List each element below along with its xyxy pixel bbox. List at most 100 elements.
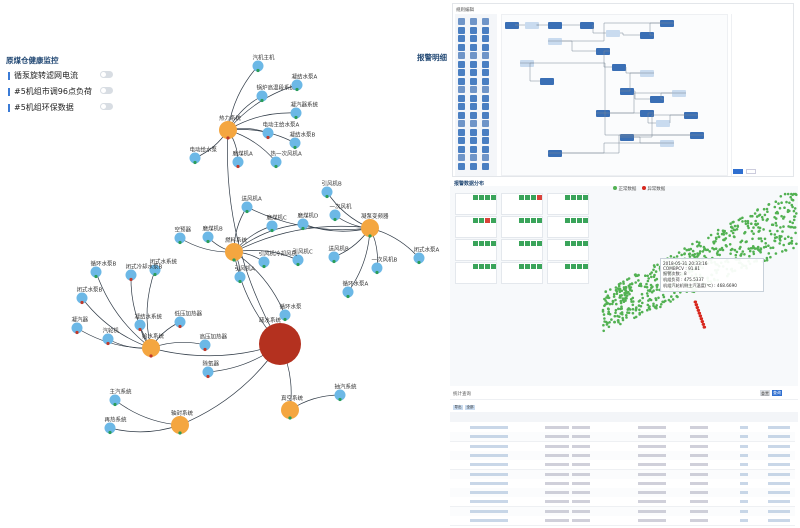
graph-node[interactable]: 主汽系统 [109,388,133,407]
palette-item-icon[interactable] [470,43,477,51]
flow-node[interactable] [684,112,698,119]
palette-item-icon[interactable] [482,120,489,127]
graph-node-circle[interactable] [149,264,161,276]
flow-node[interactable] [596,48,610,55]
graph-node[interactable]: 凝泵变频器 [361,212,389,238]
graph-node[interactable]: 磨煤机D [297,212,319,231]
graph-node[interactable]: 循环水泵 [279,303,303,322]
graph-node-circle[interactable] [258,256,270,268]
graph-node-circle[interactable] [102,333,114,345]
palette-item-icon[interactable] [470,162,477,170]
palette-item-icon[interactable] [458,145,465,153]
palette-item-icon[interactable] [470,120,477,127]
palette-item-icon[interactable] [482,128,489,136]
flow-node[interactable] [520,60,534,67]
graph-node[interactable]: 磨煤机B [202,225,224,244]
graph-node[interactable]: 空预器 [174,226,192,245]
palette-item-icon[interactable] [458,60,465,68]
network-graph[interactable]: 汽机主机锅炉高温段系统热力系统凝结水泵A凝汽器系统电动主给水泵A凝结水泵B电动给… [0,0,445,528]
palette-item-icon[interactable] [482,26,489,34]
graph-node-circle[interactable] [76,292,88,304]
reset-button[interactable]: 重置 [760,390,770,396]
graph-node-circle[interactable] [290,107,302,119]
palette-item-icon[interactable] [482,77,489,85]
palette-item-icon[interactable] [458,103,465,110]
graph-node-circle[interactable] [289,137,301,149]
flow-node[interactable] [525,22,539,29]
graph-node-circle[interactable] [234,271,246,283]
palette-item-icon[interactable] [482,43,489,51]
cancel-button[interactable] [746,169,756,174]
graph-node[interactable]: 凝结水系统 [134,313,163,332]
flow-node[interactable] [620,88,634,95]
graph-node-circle[interactable] [109,394,121,406]
palette-item-icon[interactable] [470,154,477,161]
flow-node[interactable] [606,30,620,37]
palette-item-icon[interactable] [470,111,477,119]
flow-node[interactable] [596,110,610,117]
flow-node[interactable] [612,64,626,71]
graph-node-circle[interactable] [125,269,137,281]
palette-item-icon[interactable] [458,35,465,42]
palette-item-icon[interactable] [470,18,477,25]
palette-item-icon[interactable] [458,18,465,25]
graph-node[interactable]: 疏水系统 [259,316,301,365]
tab-all[interactable]: 全部 [465,405,475,410]
graph-node-circle[interactable] [259,323,301,365]
graph-node[interactable]: 凝结水泵A [291,73,318,92]
graph-node-circle[interactable] [413,252,425,264]
toggle-switch[interactable] [100,87,113,94]
graph-node[interactable]: 一次风机 [329,203,353,222]
graph-node[interactable]: 循环水泵A [342,280,369,299]
palette-item-icon[interactable] [470,60,477,68]
graph-node[interactable]: 再热系统 [104,416,128,435]
graph-node-circle[interactable] [174,316,186,328]
graph-node[interactable]: 热一次风机A [270,150,303,169]
graph-node-circle[interactable] [321,186,333,198]
graph-node[interactable]: 引风机冷却风机 [258,250,298,269]
graph-node[interactable]: 引风机A [234,265,256,284]
palette-item-icon[interactable] [458,69,465,76]
flow-node[interactable] [640,110,654,117]
graph-node[interactable]: 低压加热器 [174,310,203,329]
tab-export[interactable]: 导出 [453,405,463,410]
flow-canvas[interactable] [501,14,728,176]
flow-node[interactable] [548,38,562,45]
graph-node-circle[interactable] [71,322,83,334]
toggle-switch[interactable] [100,103,113,110]
palette-item-icon[interactable] [470,86,477,93]
graph-node[interactable]: 送风机A [241,195,263,214]
graph-node[interactable]: 除氧器 [202,360,220,379]
palette-item-icon[interactable] [482,69,489,76]
graph-node-circle[interactable] [174,232,186,244]
palette-item-icon[interactable] [470,137,477,144]
palette-item-icon[interactable] [482,154,489,161]
flow-node[interactable] [580,22,594,29]
palette-item-icon[interactable] [458,86,465,93]
palette-item-icon[interactable] [458,94,465,102]
palette-item-icon[interactable] [482,60,489,68]
flow-node[interactable] [548,150,562,157]
table-row[interactable] [450,516,795,526]
graph-node[interactable]: 轴封系统 [171,409,194,435]
graph-node-circle[interactable] [202,366,214,378]
palette-item-icon[interactable] [458,111,465,119]
graph-node-circle[interactable] [291,79,303,91]
graph-node-circle[interactable] [232,156,244,168]
palette-item-icon[interactable] [458,137,465,144]
graph-node[interactable]: 热力系统 [219,114,242,140]
graph-node[interactable]: 凝汽器 [71,316,89,335]
graph-node[interactable]: 循环水泵B [90,260,117,279]
graph-node-circle[interactable] [262,127,274,139]
graph-node-circle[interactable] [342,286,354,298]
palette-item-icon[interactable] [470,145,477,153]
palette-item-icon[interactable] [458,162,465,170]
palette-item-icon[interactable] [470,26,477,34]
graph-node[interactable]: 高压加热器 [199,333,228,352]
palette-item-icon[interactable] [470,77,477,85]
flow-node[interactable] [660,140,674,147]
palette-item-icon[interactable] [470,128,477,136]
graph-node[interactable]: 闭式水泵A [413,246,440,265]
graph-node-circle[interactable] [281,401,299,419]
palette-item-icon[interactable] [482,162,489,170]
